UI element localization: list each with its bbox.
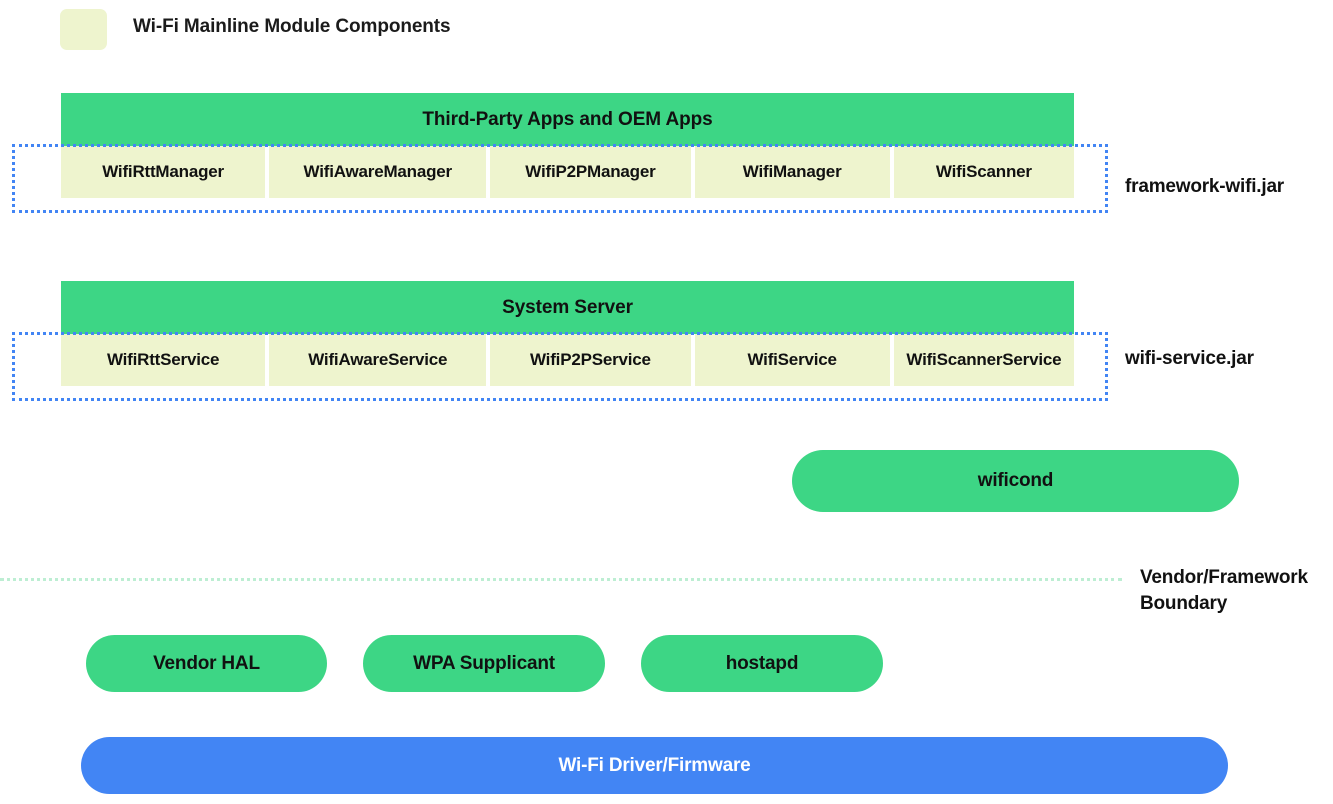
vendor-framework-boundary-line: [0, 578, 1122, 581]
wifi-driver-firmware-block[interactable]: Wi-Fi Driver/Firmware: [81, 737, 1228, 794]
system-server-band-title: System Server: [502, 296, 633, 318]
component-label: WifiScannerService: [906, 350, 1062, 369]
component-wifi-p2p-service[interactable]: WifiP2PService: [490, 334, 691, 386]
component-label: WifiRttService: [106, 350, 220, 369]
component-label: WifiService: [747, 350, 837, 369]
component-label: WifiAwareManager: [303, 162, 453, 181]
legend-label: Wi-Fi Mainline Module Components: [133, 16, 451, 37]
wificond-label: wificond: [977, 470, 1054, 491]
apps-component-row: WifiRttManager WifiAwareManager WifiP2PM…: [61, 146, 1075, 198]
wificond-block[interactable]: wificond: [792, 450, 1239, 512]
component-wifi-rtt-service[interactable]: WifiRttService: [61, 334, 266, 386]
apps-band: Third-Party Apps and OEM Apps: [61, 93, 1074, 146]
component-wifi-scanner[interactable]: WifiScanner: [893, 146, 1075, 198]
system-server-component-row: WifiRttService WifiAwareService WifiP2PS…: [61, 334, 1075, 386]
wpa-supplicant-label: WPA Supplicant: [413, 652, 555, 674]
component-label: WifiManager: [742, 162, 842, 181]
vendor-hal-label: Vendor HAL: [153, 652, 260, 674]
component-label: WifiRttManager: [102, 162, 224, 181]
component-label: WifiP2PService: [529, 350, 651, 369]
framework-wifi-jar-label: framework-wifi.jar: [1125, 176, 1285, 197]
component-label: WifiScanner: [935, 162, 1032, 181]
component-label: WifiP2PManager: [525, 162, 656, 181]
component-wifi-service[interactable]: WifiService: [694, 334, 890, 386]
component-wifi-rtt-manager[interactable]: WifiRttManager: [61, 146, 266, 198]
boundary-label-line-2: Boundary: [1140, 592, 1228, 614]
system-server-band: System Server: [61, 281, 1074, 334]
wifi-service-jar-label: wifi-service.jar: [1125, 348, 1254, 369]
component-wifi-scanner-service[interactable]: WifiScannerService: [893, 334, 1075, 386]
component-label: WifiAwareService: [308, 350, 448, 369]
hostapd-block[interactable]: hostapd: [641, 635, 883, 692]
component-wifi-manager[interactable]: WifiManager: [694, 146, 890, 198]
component-wifi-aware-manager[interactable]: WifiAwareManager: [269, 146, 487, 198]
vendor-hal-block[interactable]: Vendor HAL: [86, 635, 327, 692]
boundary-label-line-1: Vendor/Framework: [1140, 567, 1308, 588]
component-wifi-aware-service[interactable]: WifiAwareService: [269, 334, 487, 386]
component-wifi-p2p-manager[interactable]: WifiP2PManager: [490, 146, 691, 198]
wifi-driver-firmware-label: Wi-Fi Driver/Firmware: [558, 754, 751, 776]
apps-band-title: Third-Party Apps and OEM Apps: [422, 108, 713, 130]
wpa-supplicant-block[interactable]: WPA Supplicant: [363, 635, 605, 692]
legend-color-swatch: [60, 9, 107, 50]
hostapd-label: hostapd: [725, 652, 799, 674]
